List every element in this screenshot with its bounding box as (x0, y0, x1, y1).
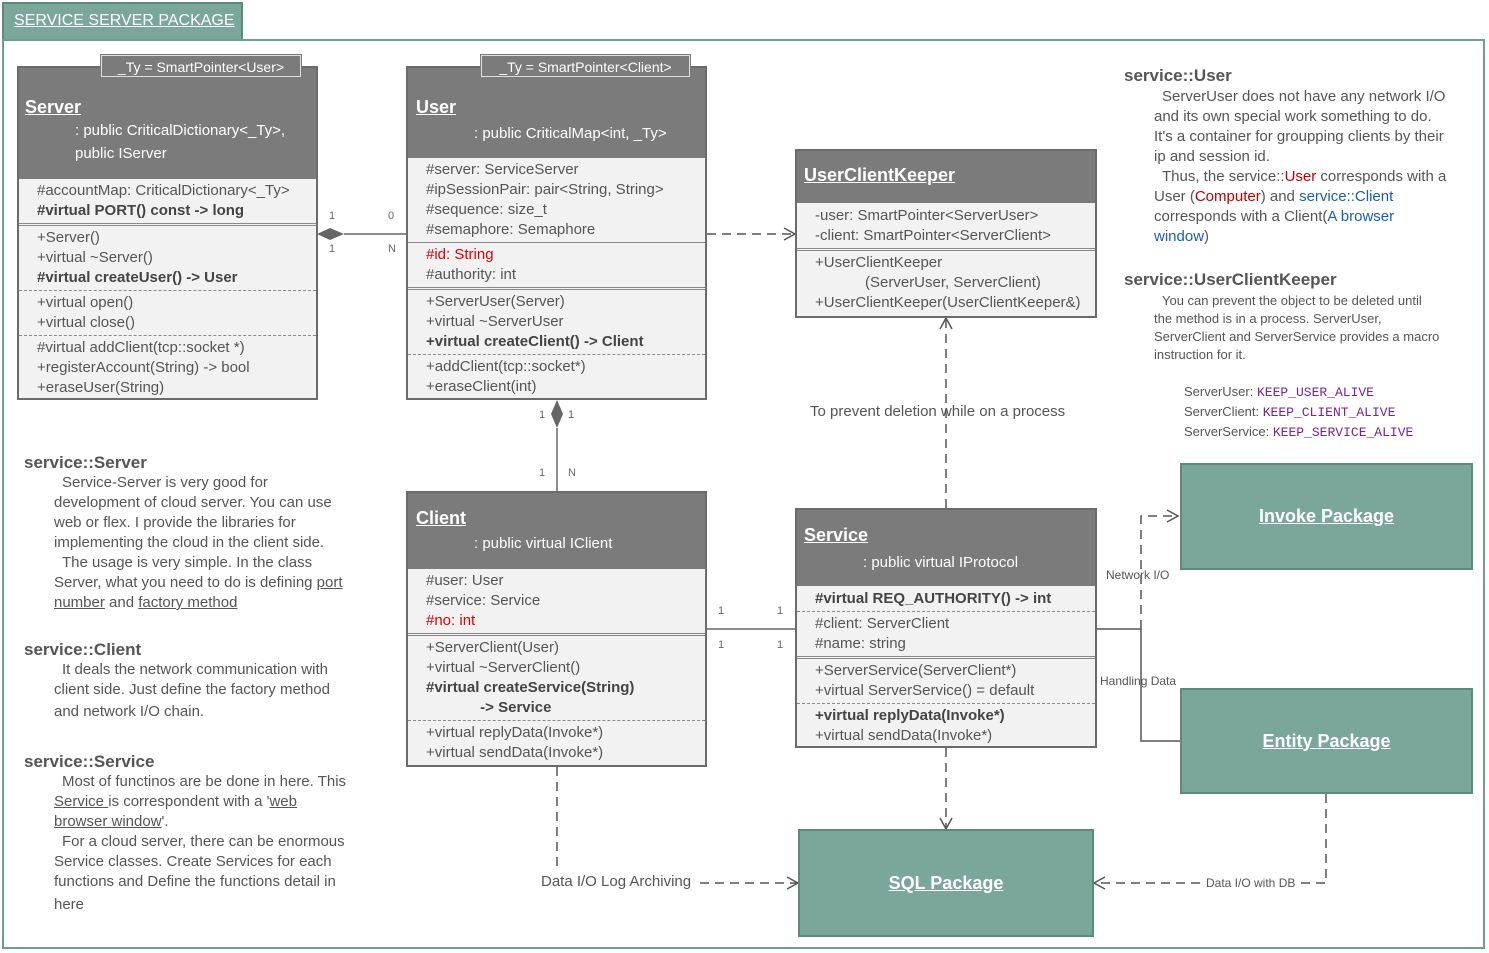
class-extends: : public CriticalDictionary<_Ty>,public … (75, 122, 286, 162)
class-name: User (416, 97, 457, 117)
template-param: _Ty = SmartPointer<Client> (480, 54, 691, 78)
class-header: UserClientKeeper (797, 151, 1095, 203)
class-extends: : public CriticalMap<int, _Ty> (474, 125, 667, 142)
note-user-client-keeper: service::UserClientKeeper You can preven… (1124, 270, 1440, 440)
note-user: service::User ServerUser does not have a… (1124, 66, 1447, 245)
operations: #virtual addClient(tcp::socket *) +regis… (19, 335, 316, 400)
mult: 1 (718, 605, 725, 617)
mult: 1 (777, 639, 784, 651)
mult: 0 (388, 210, 395, 222)
class-extends: : public virtual IProtocol (863, 554, 1019, 571)
operations: +virtual open() +virtual close() (19, 290, 316, 335)
handling-label: Handling Data (1100, 674, 1177, 688)
mult: 1 (539, 467, 546, 479)
operations: +ServerUser(Server) +virtual ~ServerUser… (408, 287, 705, 354)
log-label: Data I/O Log Archiving (541, 873, 692, 890)
operations: +virtual replyData(Invoke*) +virtual sen… (408, 720, 705, 765)
db-label: Data I/O with DB (1204, 876, 1298, 890)
class-header: User : public CriticalMap<int, _Ty> (408, 68, 705, 158)
mult: 1 (329, 210, 336, 222)
attributes: -user: SmartPointer<ServerUser> -client:… (815, 207, 1051, 244)
class-user[interactable]: User : public CriticalMap<int, _Ty> #ser… (406, 66, 707, 400)
mult: N (568, 467, 576, 479)
class-name: Server (25, 97, 82, 117)
mult: 1 (329, 243, 336, 255)
operations: +ServerClient(User) +virtual ~ServerClie… (408, 633, 705, 720)
sql-package[interactable]: SQL Package (798, 829, 1094, 937)
note-server: service::Server Service-Server is very g… (24, 453, 343, 611)
mult: N (388, 243, 396, 255)
operations: +virtual replyData(Invoke*) +virtual sen… (797, 703, 1095, 748)
entity-sql-dep-a (1272, 794, 1327, 884)
attributes: #user: User #service: Service #no: int (426, 572, 541, 629)
invoke-package[interactable]: Invoke Package (1180, 463, 1473, 570)
operations: +addClient(tcp::socket*) +eraseClient(in… (408, 354, 705, 399)
mult: 1 (718, 639, 725, 651)
note-service: service::Service Most of functinos are b… (24, 752, 347, 913)
attributes: #accountMap: CriticalDictionary<_Ty> #vi… (37, 182, 290, 219)
user-client-diamond (551, 400, 563, 428)
attributes: #id: String #authority: int (408, 242, 705, 287)
operations: +UserClientKeeper (ServerUser, ServerCli… (797, 248, 1095, 315)
class-client[interactable]: Client : public virtual IClient #user: U… (406, 491, 707, 767)
operations: +ServerService(ServerClient*) +virtual S… (797, 656, 1095, 703)
mult: 1 (568, 409, 575, 421)
attributes: #client: ServerClient #name: string (797, 611, 1095, 656)
class-service[interactable]: Service : public virtual IProtocol #virt… (795, 508, 1097, 748)
class-header: Client : public virtual IClient (408, 493, 705, 569)
service-invoke-dep (1140, 509, 1180, 629)
class-header: Server : public CriticalDictionary<_Ty>,… (19, 68, 316, 179)
network-label: Network I/O (1106, 568, 1170, 582)
note-client: service::Client It deals the network com… (24, 640, 330, 720)
class-header: Service : public virtual IProtocol (797, 510, 1095, 586)
class-server[interactable]: Server : public CriticalDictionary<_Ty>,… (17, 66, 318, 400)
prevent-label: To prevent deletion while on a process (810, 403, 1066, 420)
attributes: #server: ServiceServer #ipSessionPair: p… (426, 161, 664, 238)
server-user-diamond (317, 228, 344, 240)
class-name: Client (416, 508, 467, 528)
mult: 1 (777, 605, 784, 617)
entity-package[interactable]: Entity Package (1180, 688, 1473, 794)
class-user-client-keeper[interactable]: UserClientKeeper -user: SmartPointer<Ser… (795, 149, 1097, 318)
class-extends: : public virtual IClient (474, 535, 613, 552)
package-frame (2, 39, 1485, 949)
service-entity-line (1140, 629, 1180, 742)
template-param: _Ty = SmartPointer<User> (100, 54, 302, 78)
mult: 1 (539, 409, 546, 421)
class-name: Service (804, 525, 869, 545)
operations: +Server() +virtual ~Server() #virtual cr… (19, 223, 316, 290)
package-title: SERVICE SERVER PACKAGE (2, 2, 243, 39)
class-name: UserClientKeeper (804, 165, 956, 185)
attributes: #virtual REQ_AUTHORITY() -> int (815, 590, 1052, 607)
